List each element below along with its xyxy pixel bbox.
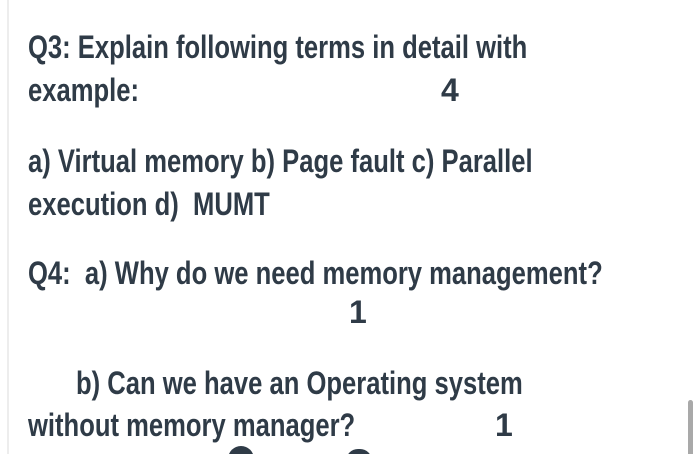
- q4b-question-line2: without memory manager?: [28, 407, 356, 443]
- q3-heading-line2: example:: [28, 72, 139, 108]
- cutoff-glyph-fragment: [228, 446, 254, 454]
- q4b-question-line1: b) Can we have an Operating system: [76, 365, 523, 401]
- q3-terms-line2: execution d) MUMT: [28, 186, 270, 222]
- q3-heading-line1: Q3: Explain following terms in detail wi…: [28, 29, 528, 65]
- cutoff-glyph-fragment: [346, 449, 372, 454]
- q4a-marks: 1: [349, 294, 367, 330]
- page-edge-line: [7, 0, 9, 454]
- scrollbar-thumb[interactable]: [688, 400, 693, 454]
- q4b-marks: 1: [495, 407, 513, 443]
- q4a-question-line: Q4: a) Why do we need memory management?: [28, 255, 603, 291]
- q3-terms-line1: a) Virtual memory b) Page fault c) Paral…: [28, 143, 533, 179]
- q3-marks: 4: [441, 72, 459, 108]
